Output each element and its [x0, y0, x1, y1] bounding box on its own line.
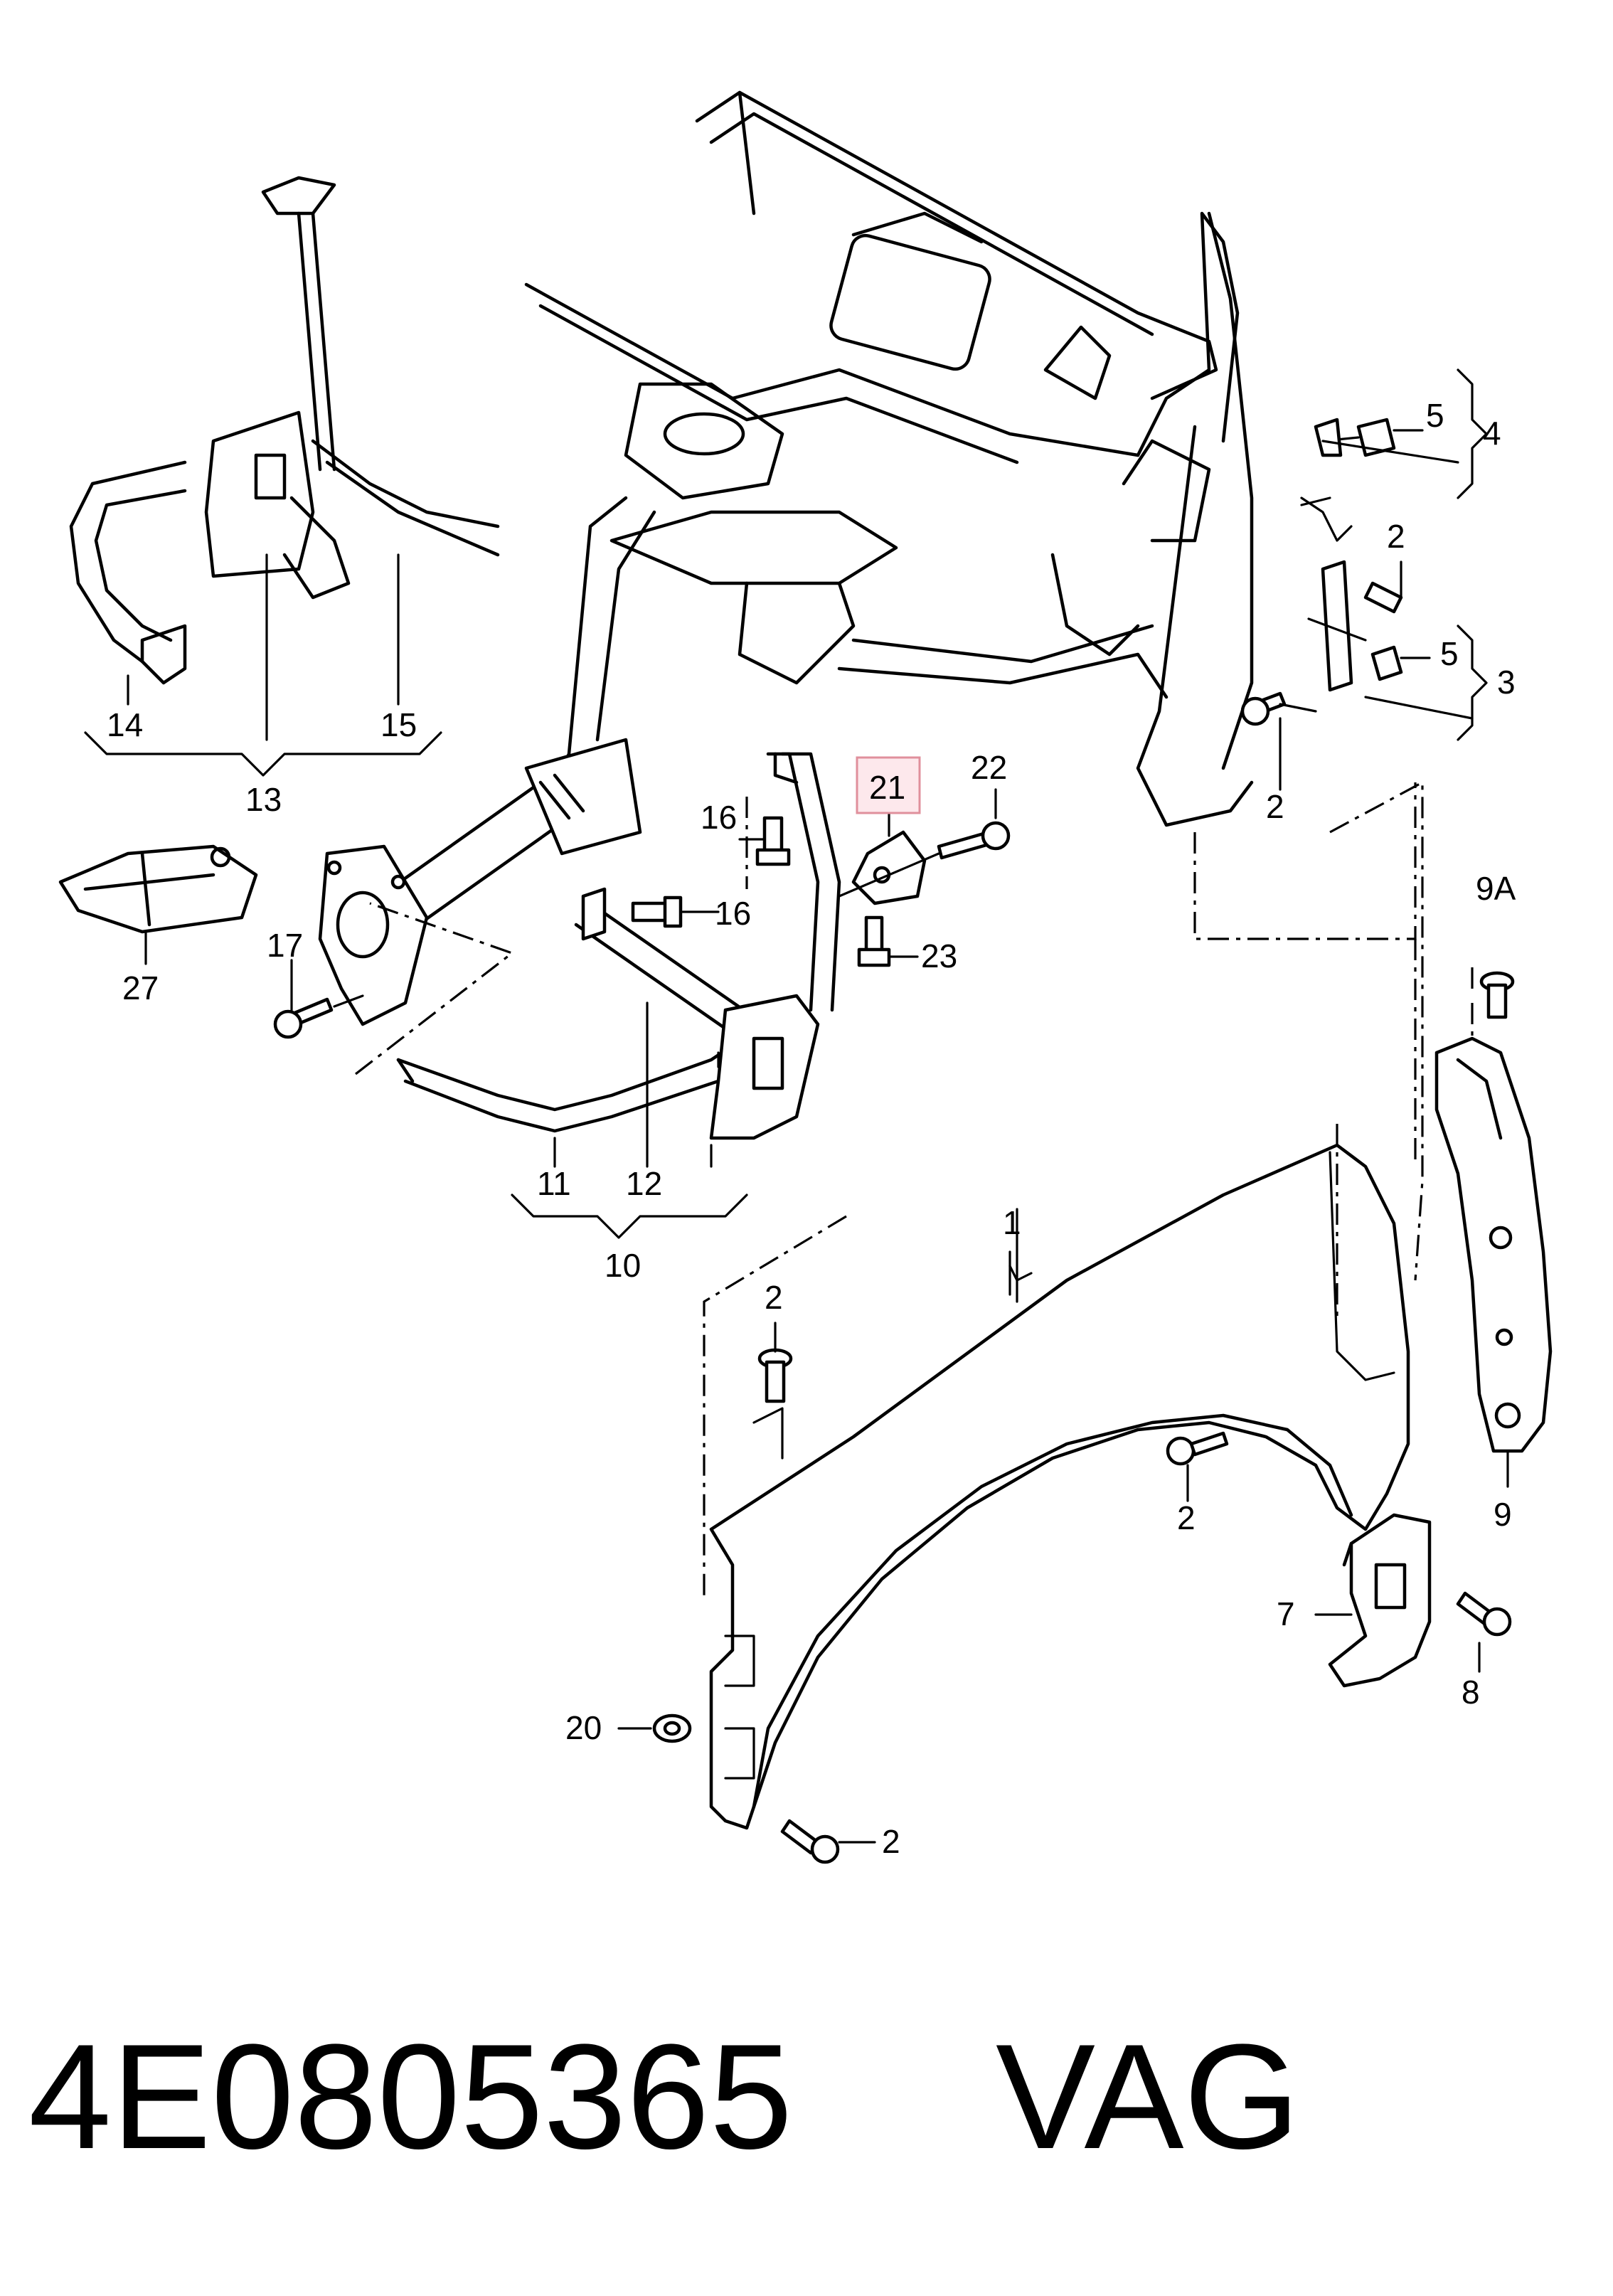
- bracket-10: [511, 1194, 748, 1239]
- label-21: 21: [869, 769, 905, 806]
- part-21-bracket: [851, 795, 927, 905]
- label-1: 1: [1003, 1204, 1021, 1241]
- part-27-bracket: [58, 844, 258, 965]
- nut-20: [617, 1713, 692, 1743]
- label-15: 15: [380, 706, 417, 743]
- label-27: 27: [122, 969, 159, 1006]
- part-number: 4E0805365: [28, 2013, 792, 2180]
- bolt-2-fender-top: [757, 1322, 793, 1403]
- label-4: 4: [1483, 415, 1501, 452]
- bolt-8: [1456, 1591, 1512, 1673]
- bracket-13: [84, 731, 442, 777]
- highlight-21: [856, 756, 921, 814]
- bolt-2-bottom: [780, 1819, 876, 1864]
- bolt-22: [838, 788, 1011, 898]
- label-10: 10: [605, 1247, 641, 1284]
- bolt-2-upper-right: [1321, 560, 1403, 692]
- label-9a: 9A: [1476, 870, 1516, 907]
- label-22: 22: [971, 749, 1007, 786]
- label-11: 11: [537, 1165, 571, 1202]
- leader-lines: [355, 440, 1474, 1600]
- bolt-5-upper: [1314, 418, 1424, 457]
- label-8: 8: [1462, 1674, 1480, 1711]
- label-20: 20: [565, 1709, 602, 1746]
- bracket-3: [1457, 625, 1488, 741]
- bolt-2-mid-right: [1240, 691, 1317, 791]
- part-10-assembly: [396, 752, 841, 1168]
- label-2: 2: [765, 1279, 783, 1316]
- label-3: 3: [1497, 664, 1516, 701]
- body-structure: [524, 90, 1254, 827]
- bolt-9a: [1479, 971, 1515, 1019]
- fender: [709, 1143, 1410, 1830]
- label-7: 7: [1277, 1595, 1295, 1632]
- brand-name: VAG: [996, 2013, 1300, 2180]
- label-16: 16: [701, 799, 737, 836]
- bolt-2-wheel-arch: [1166, 1431, 1229, 1502]
- bolt-16-middle: [631, 895, 720, 928]
- label-16: 16: [715, 895, 751, 932]
- label-2: 2: [1177, 1499, 1196, 1536]
- label-9: 9: [1494, 1496, 1512, 1533]
- bracket-4: [1457, 368, 1488, 499]
- label-13: 13: [245, 781, 282, 818]
- label-5: 5: [1426, 397, 1444, 434]
- bolts: [273, 418, 1515, 1864]
- bolt-5-lower: [1370, 645, 1431, 681]
- callout-labels: 1 2 2 2 2 2 3 4 5 5 7 8 9 9A 10 11 12 13…: [107, 397, 1516, 1860]
- part-7-bracket: [1314, 1513, 1432, 1688]
- label-17: 17: [267, 927, 303, 964]
- label-12: 12: [626, 1165, 662, 1202]
- part-13-assembly: [69, 176, 500, 741]
- part-9-liner: [1434, 1036, 1553, 1488]
- bolt-17: [273, 959, 364, 1039]
- knuckle: [318, 844, 429, 1026]
- callout-ticks: [717, 1051, 1018, 1303]
- bolt-23: [857, 915, 919, 967]
- label-2: 2: [882, 1823, 900, 1860]
- label-14: 14: [107, 706, 143, 743]
- bolt-16-upper: [738, 816, 791, 866]
- label-2: 2: [1266, 788, 1284, 825]
- label-23: 23: [921, 937, 957, 974]
- label-2: 2: [1387, 518, 1405, 555]
- label-5: 5: [1440, 635, 1459, 672]
